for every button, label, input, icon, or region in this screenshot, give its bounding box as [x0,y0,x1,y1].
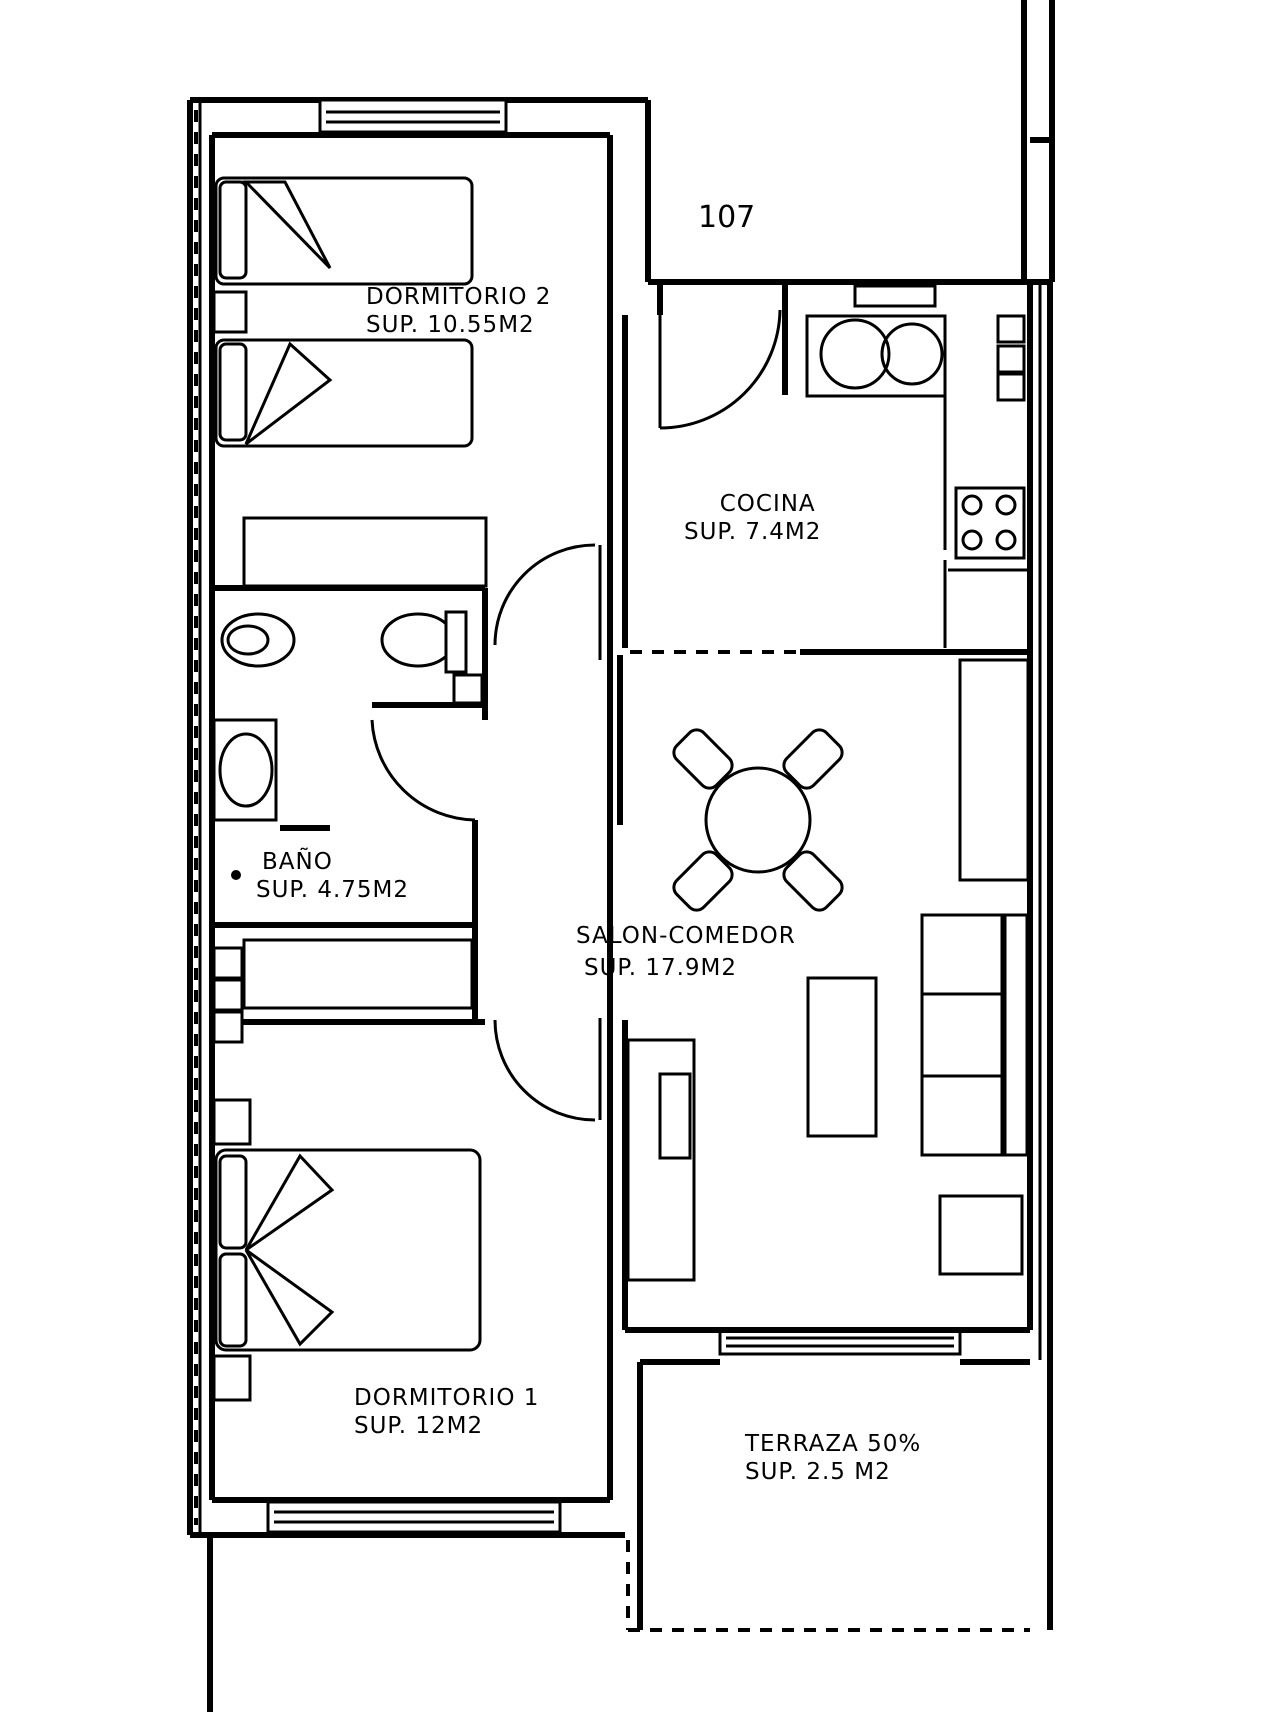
room-name: COCINA [719,491,816,517]
room-name: TERRAZA 50% [745,1431,922,1457]
room-area: SUP. 17.9M2 [584,955,738,981]
furniture-beds [212,176,488,1402]
room-label-cocina: COCINA SUP. 7.4M2 [684,490,821,546]
furniture-kitchen [805,284,1028,648]
windows [266,98,962,1534]
room-name: BAÑO [262,849,333,875]
furniture-living [626,658,1030,1282]
room-name: DORMITORIO 2 [366,284,552,310]
room-area: SUP. 2.5 M2 [745,1459,891,1485]
room-label-salon-comedor: SALON-COMEDOR SUP. 17.9M2 [576,922,796,982]
room-area: SUP. 12M2 [354,1413,484,1439]
doors [370,309,782,1122]
room-label-dormitorio-1: DORMITORIO 1 SUP. 12M2 [354,1384,539,1440]
unit-code: 107 [698,200,756,235]
room-label-bano: BAÑO SUP. 4.75M2 [256,848,409,904]
room-area: SUP. 4.75M2 [256,877,410,903]
room-label-dormitorio-2: DORMITORIO 2 SUP. 10.55M2 [366,283,551,339]
room-name: SALON-COMEDOR [576,923,796,949]
room-area: SUP. 7.4M2 [684,519,822,545]
furniture-bathroom [212,610,484,880]
interior-walls [212,282,1030,1632]
room-label-terraza: TERRAZA 50% SUP. 2.5 M2 [745,1430,921,1486]
room-area: SUP. 10.55M2 [366,312,535,338]
exterior-walls [187,0,1055,1712]
room-name: DORMITORIO 1 [354,1385,540,1411]
